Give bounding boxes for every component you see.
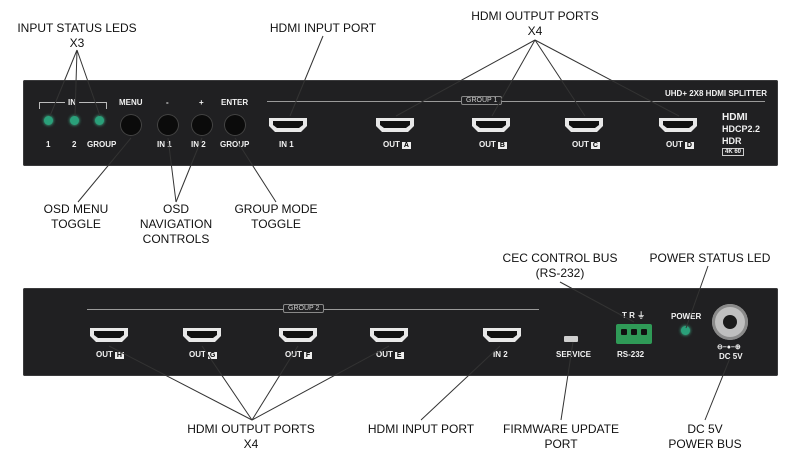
plus-in2-button[interactable] <box>191 114 213 136</box>
group-1-label: GROUP 1 <box>461 96 503 105</box>
rs232-terminal-block[interactable] <box>616 324 652 344</box>
menu-button[interactable] <box>120 114 142 136</box>
led-label-2: 2 <box>72 140 77 149</box>
hdmi-output-b-port[interactable] <box>470 116 512 134</box>
power-status-led <box>681 326 690 335</box>
led-label-group: GROUP <box>87 140 117 149</box>
callout-hdmi-input-top: HDMI INPUT PORT <box>269 21 377 35</box>
rs232-label: RS-232 <box>617 350 645 359</box>
rs232-pin-ground <box>641 329 647 335</box>
hdmi-output-h-port[interactable] <box>88 326 130 344</box>
hdmi-input-1-port[interactable] <box>267 116 309 134</box>
group-button-label: GROUP <box>220 140 250 149</box>
4k60-logo: 4K 60 <box>722 148 745 156</box>
hdmi-logo: HDMI <box>722 112 748 123</box>
hdcp-logo: HDCP2.2 <box>722 124 761 134</box>
group-1-line <box>267 101 765 102</box>
hdmi-output-f-port[interactable] <box>277 326 319 344</box>
model-label: UHD+ 2X8 HDMI SPLITTER <box>665 89 768 98</box>
polarity-icon: ⊖–●–⊕ <box>717 344 741 351</box>
in-label: IN <box>65 98 79 107</box>
power-label: POWER <box>671 312 702 321</box>
rs232-pin-labels: T R ⏚ <box>622 311 646 320</box>
hdmi-output-a-port[interactable] <box>374 116 416 134</box>
plus-label: + <box>199 98 204 107</box>
in2-button-label: IN 2 <box>191 140 206 149</box>
hdmi-input-2-label: IN 2 <box>493 350 508 359</box>
enter-label: ENTER <box>221 98 249 107</box>
dc-jack-center <box>723 315 737 329</box>
dc-power-jack[interactable] <box>712 304 748 340</box>
hdmi-output-e-port[interactable] <box>368 326 410 344</box>
service-usb-port[interactable] <box>564 336 578 342</box>
service-label: SERVICE <box>556 350 591 359</box>
in1-button-label: IN 1 <box>157 140 172 149</box>
led-in-1 <box>44 116 53 125</box>
callout-hdmi-input-bottom: HDMI INPUT PORT <box>367 422 475 436</box>
minus-in1-button[interactable] <box>157 114 179 136</box>
led-label-1: 1 <box>46 140 51 149</box>
dc-5v-label: DC 5V <box>719 352 743 361</box>
minus-label: - <box>166 98 169 107</box>
hdmi-output-g-port[interactable] <box>181 326 223 344</box>
hdmi-output-c-port[interactable] <box>563 116 605 134</box>
group-2-label: GROUP 2 <box>283 304 325 313</box>
hdmi-output-d-port[interactable] <box>657 116 699 134</box>
led-group <box>95 116 104 125</box>
enter-group-button[interactable] <box>224 114 246 136</box>
rs232-pin-r <box>631 329 637 335</box>
callout-power-status-led: POWER STATUS LED <box>649 251 771 265</box>
front-panel: UHD+ 2X8 HDMI SPLITTER GROUP 1 IN 1 2 GR… <box>23 80 778 166</box>
hdmi-input-1-label: IN 1 <box>279 140 294 149</box>
led-in-2 <box>70 116 79 125</box>
callout-cec-control-bus: CEC CONTROL BUS(RS-232) <box>502 251 618 280</box>
menu-label: MENU <box>119 98 143 107</box>
hdr-logo: HDR <box>722 136 742 146</box>
rs232-pin-t <box>621 329 627 335</box>
hdmi-input-2-port[interactable] <box>481 326 523 344</box>
